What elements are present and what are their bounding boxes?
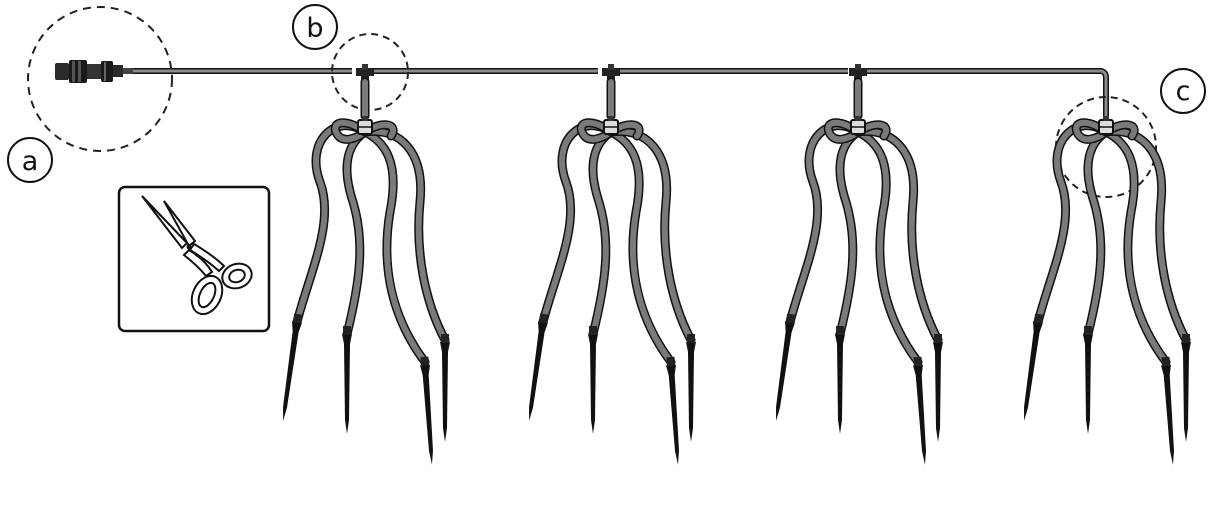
callout-label-a: a <box>7 137 53 183</box>
callout-circle-a <box>27 6 173 152</box>
drip-stake-icon <box>588 326 598 434</box>
distributor-group <box>278 64 450 466</box>
drip-stake-icon <box>1160 356 1178 466</box>
drip-stake-icon <box>835 326 845 434</box>
drip-distributor-icon <box>603 116 619 135</box>
main-supply-tube <box>133 68 1109 118</box>
drip-stake-icon <box>771 313 797 422</box>
drip-distributor-icon <box>850 116 866 135</box>
distributor-group <box>771 64 943 466</box>
drip-stake-icon <box>912 356 930 466</box>
svg-text:a: a <box>22 146 39 177</box>
callout-label-c: c <box>1160 68 1206 114</box>
drip-stake-icon <box>933 334 943 442</box>
callout-label-b: b <box>292 4 338 50</box>
scissors-icon <box>117 185 271 333</box>
drip-stake-icon <box>419 356 437 466</box>
drip-stake-icon <box>1083 326 1093 434</box>
drip-stake-icon <box>665 356 683 466</box>
drip-stake-icon <box>686 334 696 442</box>
svg-text:c: c <box>1176 76 1191 107</box>
svg-text:b: b <box>306 13 323 44</box>
drip-distributor-icon <box>357 116 373 135</box>
drip-distributor-icon <box>1098 116 1114 135</box>
hose-connector-icon <box>55 60 133 83</box>
drip-stake-icon <box>524 313 550 422</box>
callout-circle-b <box>331 33 409 111</box>
distributor-group <box>524 64 696 466</box>
drip-stake-icon <box>278 313 304 422</box>
drip-stake-icon <box>1181 334 1191 442</box>
drip-stake-icon <box>440 334 450 442</box>
drip-stake-icon <box>1019 313 1045 422</box>
drip-stake-icon <box>342 326 352 434</box>
distributor-group <box>1019 116 1191 466</box>
